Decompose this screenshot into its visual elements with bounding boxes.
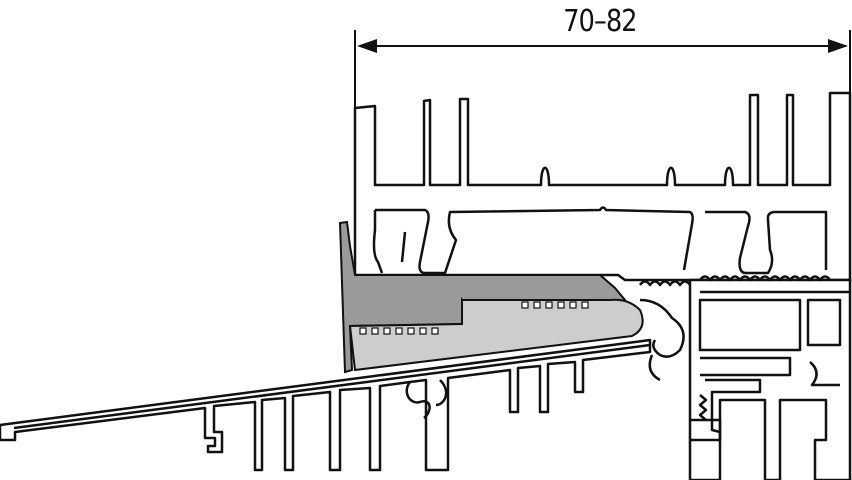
arrowhead-left <box>357 39 377 53</box>
frame-teeth <box>638 275 832 287</box>
seal-brush <box>698 394 708 421</box>
sill-profile <box>0 338 652 472</box>
gasket-light <box>348 298 644 372</box>
gasket-teeth <box>359 301 589 335</box>
sill-hook <box>405 379 448 419</box>
dimension-label: 70–82 <box>563 4 637 39</box>
sash-profile <box>353 91 852 282</box>
sash-chambers <box>372 206 828 275</box>
sill-top-line <box>13 343 651 430</box>
frame-chambers <box>639 290 850 442</box>
arrowhead-right <box>828 39 848 53</box>
frame-profile <box>688 278 852 480</box>
